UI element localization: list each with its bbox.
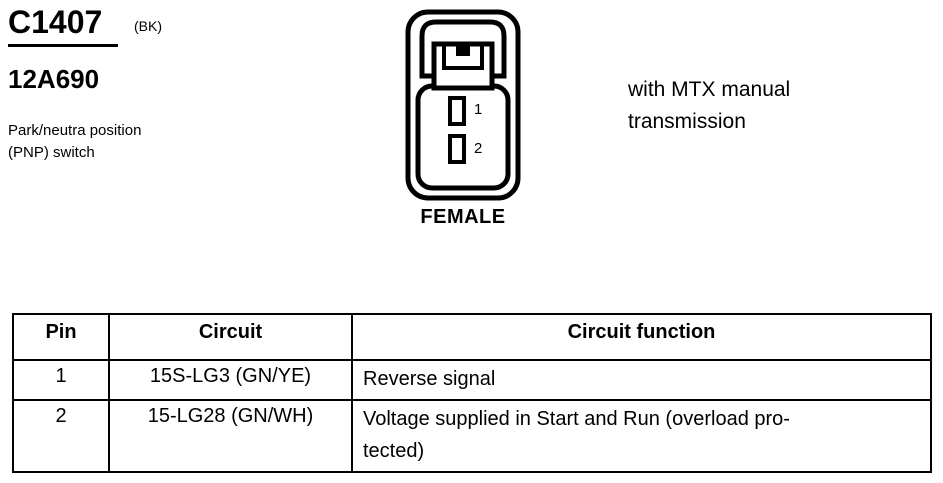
header-circuit-function: Circuit function bbox=[351, 313, 932, 361]
pin-cavity-2 bbox=[448, 134, 466, 164]
cell-pin: 2 bbox=[12, 399, 110, 473]
color-code: (BK) bbox=[134, 18, 162, 34]
table-row: 1 15S-LG3 (GN/YE) Reverse signal bbox=[12, 359, 932, 401]
header-pin: Pin bbox=[12, 313, 110, 361]
cell-pin: 1 bbox=[12, 359, 110, 401]
cell-circuit: 15S-LG3 (GN/YE) bbox=[108, 359, 353, 401]
cell-circuit: 15-LG28 (GN/WH) bbox=[108, 399, 353, 473]
component-description: Park/neutra position (PNP) switch bbox=[8, 120, 208, 164]
function-line: Reverse signal bbox=[363, 368, 496, 390]
cell-circuit-function: Reverse signal bbox=[351, 359, 932, 401]
function-line: tected) bbox=[363, 440, 425, 462]
header-circuit: Circuit bbox=[108, 313, 353, 361]
application-note: with MTX manual transmission bbox=[628, 74, 888, 138]
connector-gender-label: FEMALE bbox=[420, 206, 506, 228]
pinout-table: Pin Circuit Circuit function 1 15S-LG3 (… bbox=[12, 313, 932, 473]
table-row: 2 15-LG28 (GN/WH) Voltage supplied in St… bbox=[12, 399, 932, 473]
locking-tab-outer bbox=[419, 19, 507, 79]
description-line-1: Park/neutra position bbox=[8, 122, 142, 139]
connector-id-underline bbox=[8, 44, 118, 47]
cell-circuit-function: Voltage supplied in Start and Run (overl… bbox=[351, 399, 932, 473]
description-line-2: (PNP) switch bbox=[8, 144, 95, 161]
latch-bar bbox=[456, 46, 470, 56]
connector-outer-shell bbox=[405, 9, 521, 201]
connector-id: C1407 bbox=[8, 4, 103, 40]
pin-label-2: 2 bbox=[474, 140, 482, 157]
connector-face-diagram: 1 2 bbox=[405, 9, 521, 201]
pin-cavity-1 bbox=[448, 96, 466, 126]
table-header-row: Pin Circuit Circuit function bbox=[12, 313, 932, 361]
note-line-2: transmission bbox=[628, 110, 746, 133]
latch-notch bbox=[442, 46, 484, 70]
pin-label-1: 1 bbox=[474, 101, 482, 118]
note-line-1: with MTX manual bbox=[628, 78, 791, 101]
function-line: Voltage supplied in Start and Run (overl… bbox=[363, 408, 790, 430]
part-number: 12A690 bbox=[8, 64, 100, 94]
